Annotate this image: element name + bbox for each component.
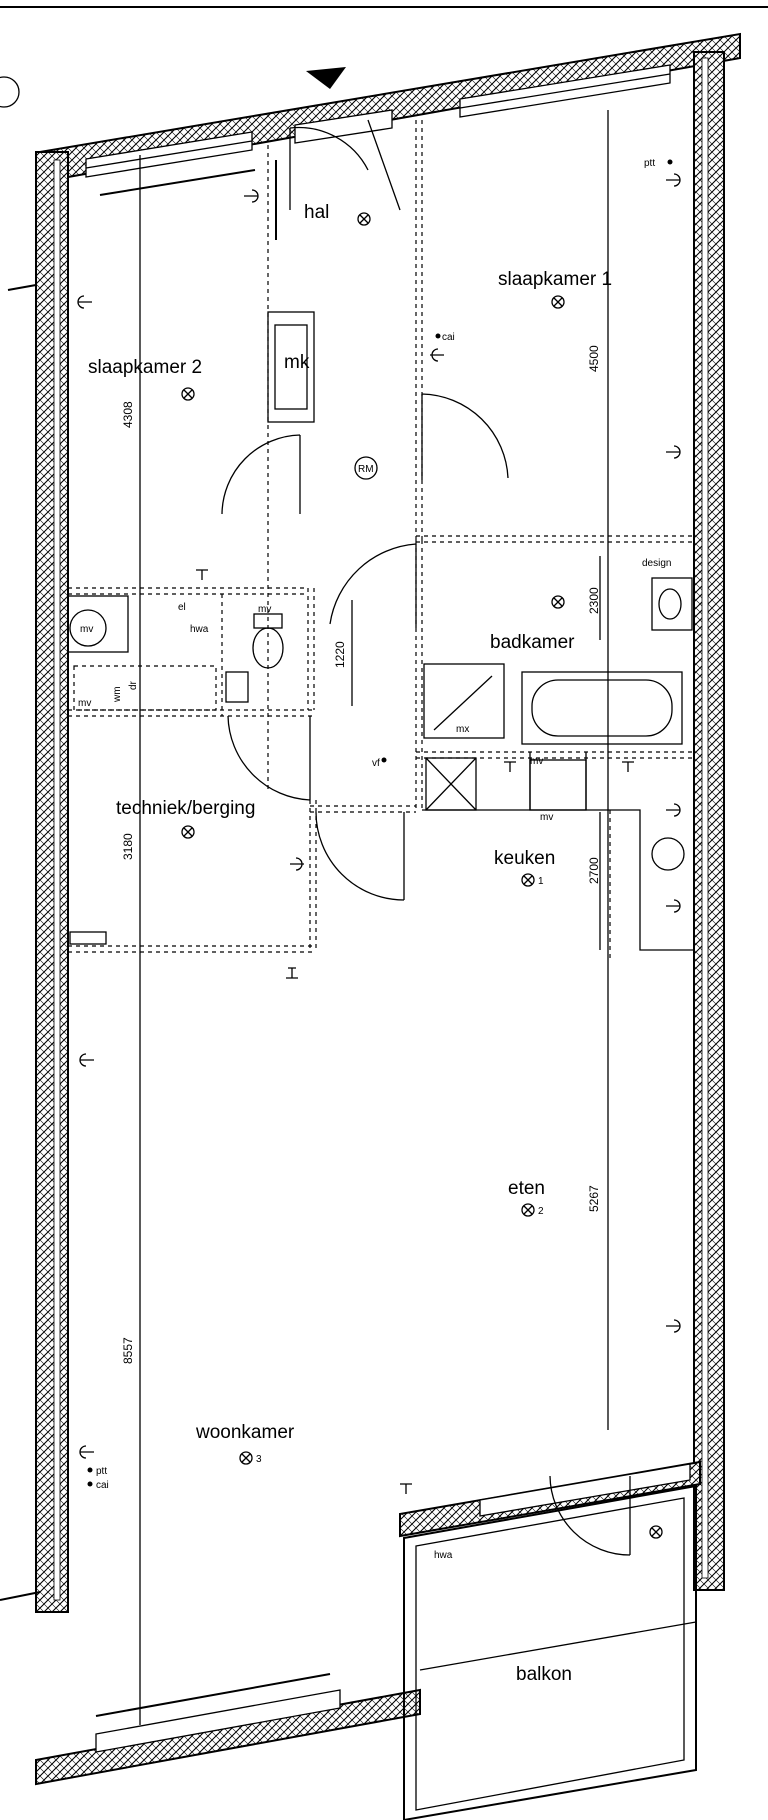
room-label-techniek: techniek/berging bbox=[116, 798, 255, 819]
room-label-mk: mk bbox=[284, 352, 310, 373]
bathtub-inner bbox=[531, 679, 673, 737]
anno-hwa-2: hwa bbox=[434, 1550, 453, 1561]
room-label-keuken: keuken bbox=[494, 848, 555, 869]
door-badkamer bbox=[329, 543, 417, 628]
dim-1220: 1220 bbox=[333, 641, 347, 668]
mv-unit bbox=[67, 595, 129, 653]
cooktop bbox=[529, 759, 587, 811]
anno-mx: mx bbox=[456, 724, 469, 735]
bath-sink bbox=[651, 577, 693, 631]
wall-bottom bbox=[35, 1688, 421, 1786]
anno-mv-2: mv bbox=[78, 698, 91, 709]
door-techniek bbox=[315, 811, 405, 901]
bathtub bbox=[521, 671, 683, 745]
shower-diagonal bbox=[433, 675, 493, 731]
anno-ptt-bottom: ptt bbox=[96, 1466, 107, 1477]
dim-2300: 2300 bbox=[587, 587, 601, 614]
dim-4500: 4500 bbox=[587, 345, 601, 372]
anno-ptt-top: ptt bbox=[644, 158, 655, 169]
anno-design: design bbox=[642, 558, 671, 569]
wall-left-core bbox=[53, 159, 61, 1601]
window-top-3-line bbox=[459, 73, 671, 109]
window-sill-bottom bbox=[95, 1673, 331, 1717]
dim-5267: 5267 bbox=[587, 1185, 601, 1212]
shaft bbox=[425, 757, 477, 811]
meterkast bbox=[267, 311, 315, 423]
anno-cai-bottom: cai bbox=[96, 1480, 109, 1491]
window-top-1-line bbox=[85, 140, 253, 169]
room-label-slaapkamer-2: slaapkamer 2 bbox=[88, 357, 202, 378]
anno-cai-mid: cai bbox=[442, 332, 455, 343]
window-top-2 bbox=[294, 109, 393, 144]
anno-mv-5: mv bbox=[540, 812, 553, 823]
window-sill-top bbox=[99, 169, 256, 196]
ceiling-lights bbox=[181, 212, 663, 1539]
anno-mv-3: mv bbox=[258, 604, 271, 615]
window-balcony bbox=[479, 1463, 691, 1517]
anno-el: el bbox=[178, 602, 186, 613]
dim-8557: 8557 bbox=[121, 1337, 135, 1364]
smoke-detector bbox=[354, 456, 378, 480]
annotation-dots bbox=[87, 159, 673, 1487]
anno-dr: dr bbox=[128, 680, 139, 690]
smoke-detector-label: RM bbox=[358, 464, 374, 475]
wall-left bbox=[35, 151, 69, 1613]
door-slaapkamer1 bbox=[421, 393, 509, 480]
balcony-mid-line bbox=[419, 1621, 697, 1671]
room-label-slaapkamer-1: slaapkamer 1 bbox=[498, 269, 612, 290]
dim-3180: 3180 bbox=[121, 833, 135, 860]
balcony-inner bbox=[415, 1497, 685, 1811]
door-entrance bbox=[289, 119, 401, 211]
anno-mv-4: mv bbox=[530, 756, 543, 767]
anno-mv: mv bbox=[80, 624, 93, 635]
meterkast-inner bbox=[274, 324, 308, 410]
wall-sockets bbox=[77, 173, 681, 1494]
north-arrow-icon bbox=[306, 67, 346, 89]
room-label-woonkamer: woonkamer bbox=[195, 1422, 295, 1443]
window-bottom bbox=[95, 1689, 341, 1753]
anno-index-2: 2 bbox=[538, 1206, 544, 1217]
mv-unit-circle bbox=[69, 609, 107, 647]
anno-index-3: 3 bbox=[256, 1454, 262, 1465]
shower bbox=[423, 663, 505, 739]
door-toilet bbox=[227, 715, 311, 801]
room-label-badkamer: badkamer bbox=[490, 632, 575, 653]
room-label-hal: hal bbox=[304, 202, 329, 223]
anno-index-1: 1 bbox=[538, 876, 544, 887]
wall-right-core bbox=[701, 57, 709, 1579]
stub-left-top bbox=[7, 284, 37, 291]
storage-box bbox=[69, 931, 107, 945]
anno-wm: wm bbox=[112, 686, 123, 703]
kitchen-sink bbox=[651, 837, 685, 871]
stub-left-bottom bbox=[0, 1591, 41, 1601]
wall-right bbox=[693, 51, 725, 1591]
anno-vfo: vf bbox=[372, 758, 380, 769]
dim-2700: 2700 bbox=[587, 857, 601, 884]
washbasin-toilet bbox=[225, 671, 249, 703]
toilet-tank bbox=[253, 613, 283, 629]
bath-sink-bowl bbox=[658, 588, 682, 620]
room-label-eten: eten bbox=[508, 1178, 545, 1199]
dim-4308: 4308 bbox=[121, 401, 135, 428]
room-label-balkon: balkon bbox=[516, 1664, 572, 1685]
washer-dryer bbox=[73, 665, 217, 711]
door-slaapkamer2 bbox=[221, 434, 301, 515]
kitchen-counter bbox=[422, 809, 694, 951]
door-balcony bbox=[549, 1475, 631, 1556]
shaft-x2 bbox=[425, 757, 477, 811]
anno-hwa-1: hwa bbox=[190, 624, 209, 635]
compass-circle bbox=[0, 76, 20, 108]
